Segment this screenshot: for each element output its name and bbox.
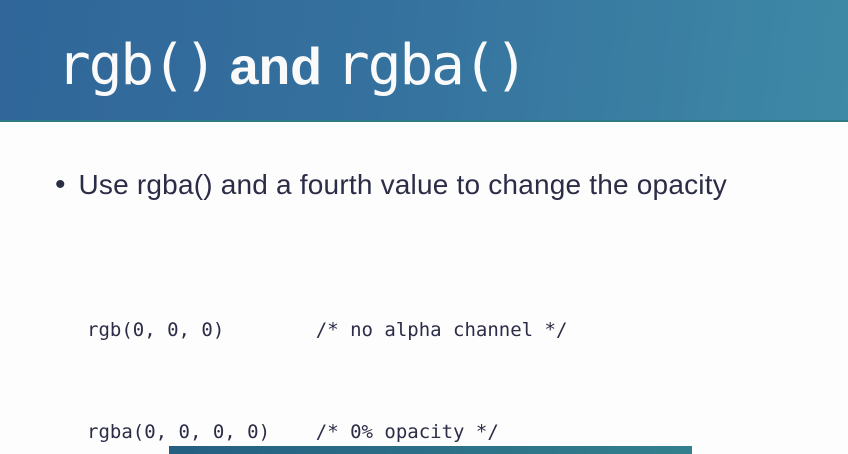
title-conjunction: and [229,37,323,96]
next-slide-edge-strip [169,446,692,454]
title-rgba-function: rgba() [336,32,528,98]
title-rgb-function: rgb() [57,32,218,98]
bullet-item: • Use rgba() and a fourth value to chang… [55,166,727,204]
code-block: rgb(0, 0, 0) /* no alpha channel */ rgba… [87,245,567,454]
bullet-marker: • [55,168,66,201]
bullet-text: Use rgba() and a fourth value to change … [78,169,727,200]
code-line-rgba-0-opacity: rgba(0, 0, 0, 0) /* 0% opacity */ [87,421,499,443]
code-line-rgb-no-alpha: rgb(0, 0, 0) /* no alpha channel */ [87,319,568,341]
